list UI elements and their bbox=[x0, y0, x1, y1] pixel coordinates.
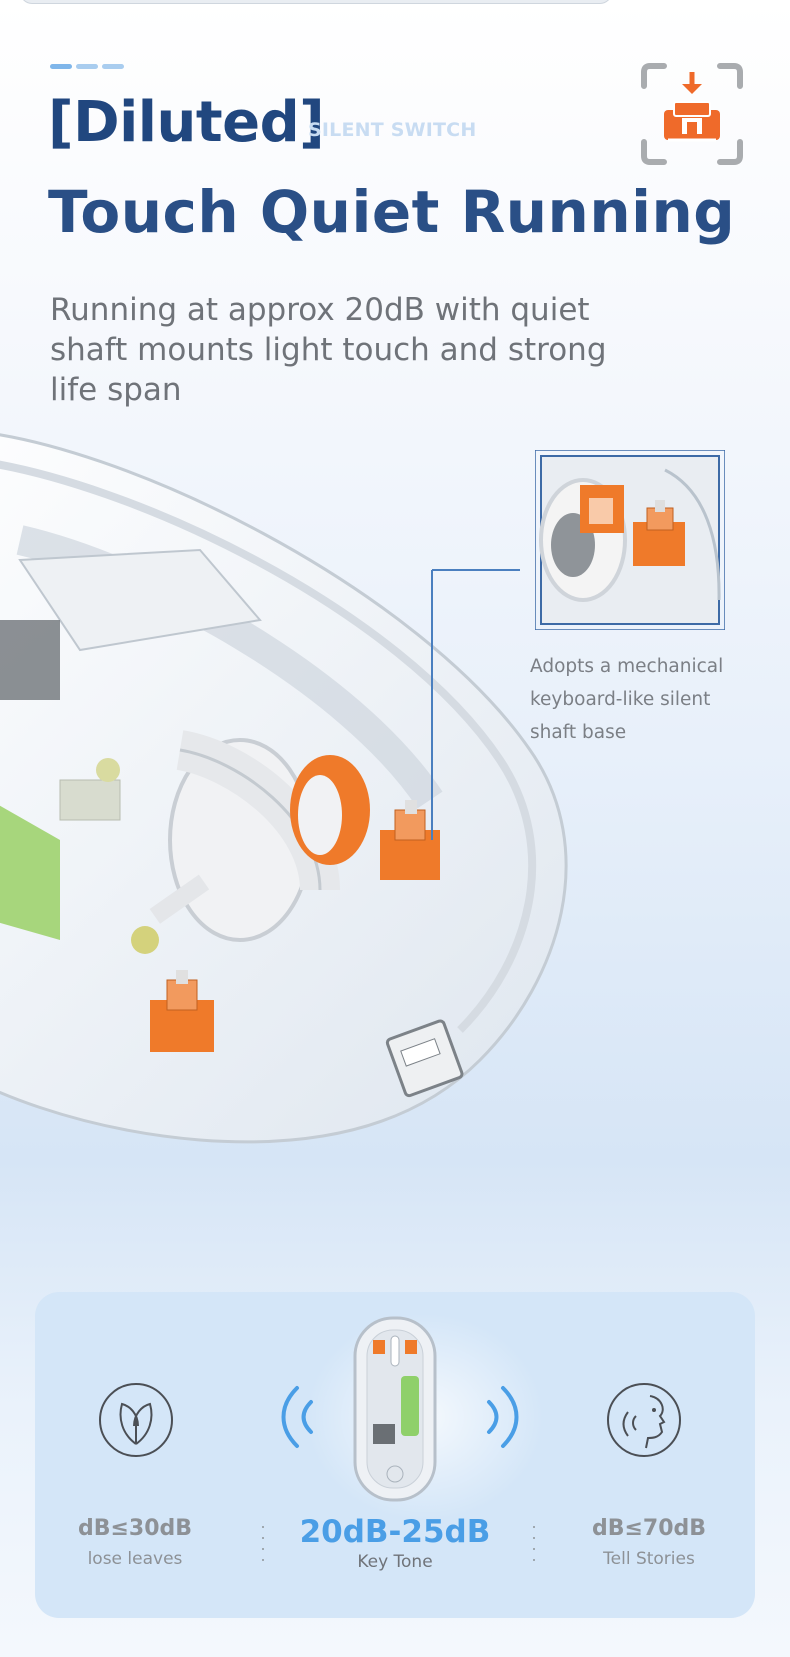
right-stat-value: dB≤70dB bbox=[591, 1516, 707, 1541]
right-stat-label: Tell Stories bbox=[603, 1549, 695, 1569]
separator-right bbox=[531, 1526, 537, 1576]
mouse-top-view bbox=[353, 1316, 437, 1502]
description: Running at approx 20dB with quiet shaft … bbox=[50, 292, 607, 408]
decor-dashes bbox=[50, 54, 128, 73]
left-stat-label: lose leaves bbox=[87, 1549, 183, 1569]
left-stat-value: dB≤30dB bbox=[77, 1516, 193, 1541]
switch-press-icon bbox=[641, 63, 743, 165]
key-tone-label: Key Tone bbox=[357, 1552, 433, 1572]
callout-text: Adopts a mechanical keyboard-like silent… bbox=[530, 656, 724, 743]
separator-left bbox=[260, 1526, 266, 1576]
switch-zoom-detail bbox=[535, 450, 725, 630]
title-line-2: Touch Quiet Running bbox=[48, 178, 736, 246]
title-subtag: SILENT SWITCH bbox=[308, 119, 477, 141]
leaf-icon bbox=[99, 1383, 173, 1457]
transparent-mouse-illustration bbox=[0, 433, 568, 1144]
top-strip bbox=[20, 0, 612, 4]
whisper-face-icon bbox=[607, 1383, 681, 1457]
key-tone-value: 20dB-25dB bbox=[299, 1514, 491, 1550]
noise-comparison-panel: dB≤30dB lose leaves 20dB-25dB Key Tone d… bbox=[35, 1292, 755, 1618]
title-line-1: [Diluted] bbox=[48, 90, 325, 155]
sound-wave-right-icon bbox=[487, 1386, 519, 1448]
sound-wave-left-icon bbox=[281, 1386, 313, 1448]
